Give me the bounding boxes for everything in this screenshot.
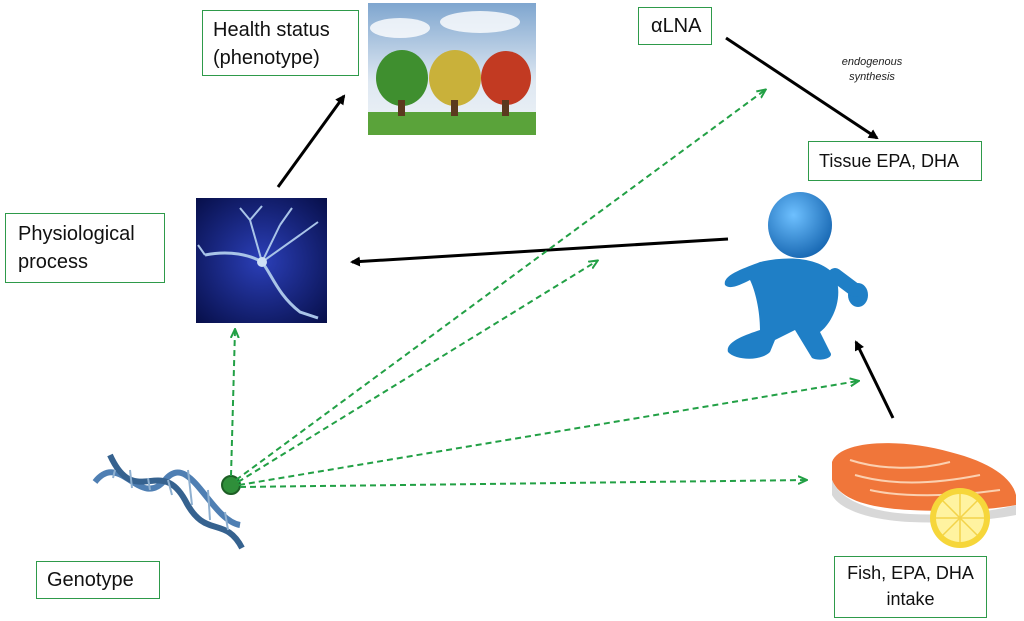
alna-label: αLNA [651,15,702,37]
arrow-tissue-to-physiology [350,237,729,267]
fish-intake-line2: intake [886,589,935,609]
salmon-lemon-icon [832,443,1016,548]
endogenous-synthesis-note: endogenous synthesis [826,55,918,85]
genotype-arrows [231,90,858,488]
arrow-genotype-to-tissue-effect [237,261,597,483]
fish-intake-box: Fish, EPA, DHA intake [834,556,987,618]
tree-heads-image [368,3,536,135]
genotype-box: Genotype [36,561,160,599]
arrow-genotype-to-person [238,381,858,486]
physiological-line1: Physiological [18,223,135,245]
arrow-physiology-to-health [276,94,346,188]
solid-arrows [276,36,895,419]
tissue-epa-dha-box: Tissue EPA, DHA [808,141,982,181]
tissue-label: Tissue EPA, DHA [819,151,960,171]
physiological-process-box: Physiological process [5,213,165,283]
dna-helix-icon [92,453,245,550]
health-status-line2: (phenotype) [213,47,320,69]
alna-box: αLNA [638,7,712,45]
health-status-line1: Health status [213,19,330,41]
physiological-line2: process [18,251,89,273]
neuron-image [196,198,327,323]
endogenous-line2: synthesis [849,71,895,83]
person-figure-icon [724,192,868,360]
endogenous-line1: endogenous [841,56,903,68]
health-status-box: Health status (phenotype) [202,10,359,76]
arrow-genotype-to-intake [239,480,806,488]
fish-intake-line1: Fish, EPA, DHA [847,563,974,583]
arrow-alna-to-tissue [725,36,879,140]
arrow-genotype-to-physiology [231,330,235,477]
arrow-intake-to-person [854,340,895,419]
genotype-label: Genotype [47,569,134,591]
